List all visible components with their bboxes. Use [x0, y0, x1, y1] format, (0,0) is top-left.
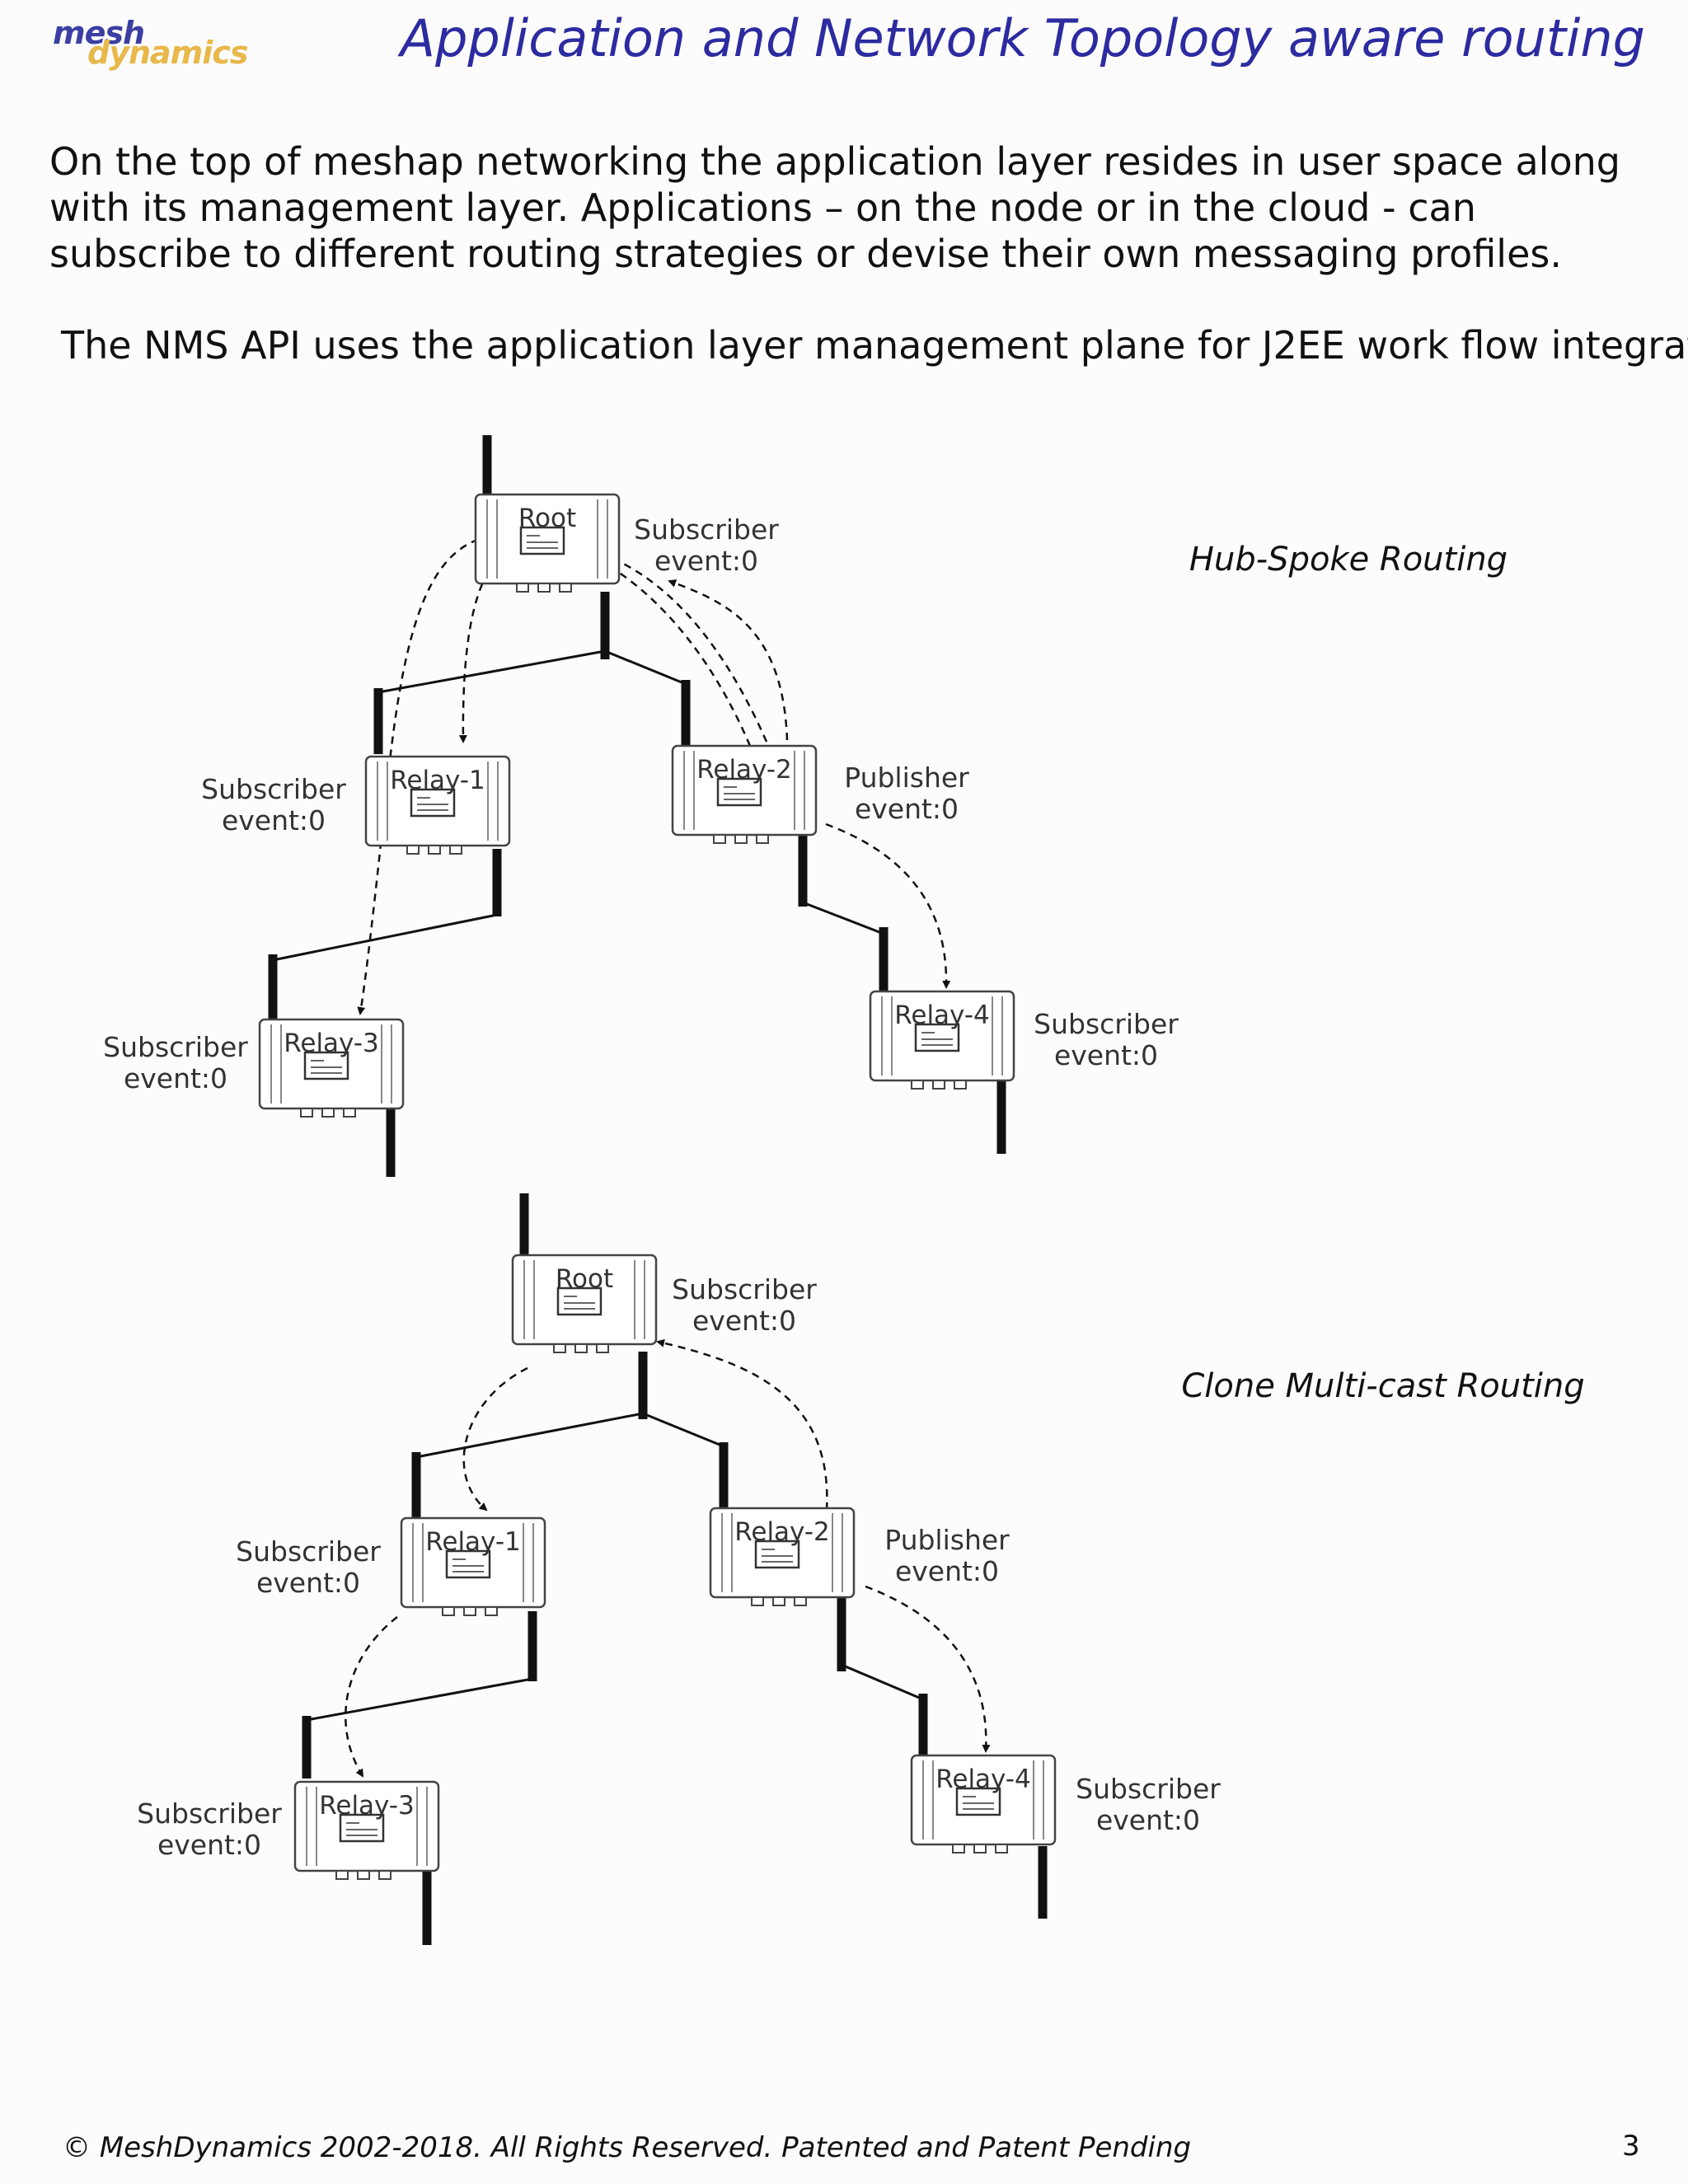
node-relay-2: Relay-2 [710, 1508, 854, 1605]
relay1-event-label: event:0 [256, 1567, 360, 1599]
relay2-role-label: Publisher [844, 762, 969, 794]
hub-spoke-diagram: Root Relay-1 Relay-2 [103, 435, 1507, 1177]
relay2-event-label: event:0 [855, 793, 959, 825]
node-label: Relay-4 [935, 1765, 1031, 1794]
node-label: Root [518, 504, 576, 533]
relay4-role-label: Subscriber [1076, 1773, 1221, 1805]
node-label: Relay-3 [319, 1791, 415, 1821]
node-relay-1: Relay-1 [401, 1518, 545, 1615]
relay1-role-label: Subscriber [236, 1535, 381, 1568]
node-label: Relay-3 [284, 1029, 379, 1058]
relay3-role-label: Subscriber [103, 1031, 248, 1063]
node-label: Relay-2 [734, 1517, 830, 1547]
node-label: Relay-4 [894, 1001, 990, 1030]
node-relay-3: Relay-3 [260, 1019, 403, 1117]
node-label: Relay-2 [696, 755, 792, 785]
root-event-label: event:0 [654, 545, 758, 577]
page-number: 3 [1622, 2130, 1640, 2163]
node-relay-4: Relay-4 [870, 991, 1014, 1089]
node-label: Relay-1 [390, 766, 485, 795]
node-root: Root [476, 494, 619, 592]
relay3-event-label: event:0 [124, 1062, 227, 1094]
clone-multicast-diagram: Root Relay-1 Relay-2 [137, 1193, 1585, 1945]
relay2-role-label: Publisher [884, 1524, 1010, 1556]
node-relay-1: Relay-1 [366, 757, 509, 854]
node-relay-3: Relay-3 [295, 1782, 438, 1879]
relay2-event-label: event:0 [895, 1555, 999, 1587]
root-event-label: event:0 [692, 1305, 796, 1337]
node-label: Root [556, 1264, 613, 1294]
hub-spoke-caption: Hub-Spoke Routing [1189, 541, 1507, 579]
node-root: Root [513, 1255, 656, 1352]
root-role-label: Subscriber [672, 1273, 817, 1305]
relay4-event-label: event:0 [1054, 1039, 1158, 1071]
relay3-role-label: Subscriber [137, 1797, 282, 1830]
clone-multicast-caption: Clone Multi-cast Routing [1181, 1367, 1584, 1405]
relay1-role-label: Subscriber [201, 773, 346, 805]
copyright-footer: © MeshDynamics 2002-2018. All Rights Res… [63, 2131, 1191, 2164]
node-label: Relay-1 [425, 1527, 521, 1557]
node-relay-2: Relay-2 [673, 746, 816, 843]
relay1-event-label: event:0 [222, 804, 326, 837]
relay4-role-label: Subscriber [1034, 1008, 1179, 1040]
relay4-event-label: event:0 [1096, 1804, 1200, 1836]
node-relay-4: Relay-4 [912, 1755, 1055, 1853]
root-role-label: Subscriber [634, 513, 779, 546]
relay3-event-label: event:0 [157, 1829, 261, 1861]
